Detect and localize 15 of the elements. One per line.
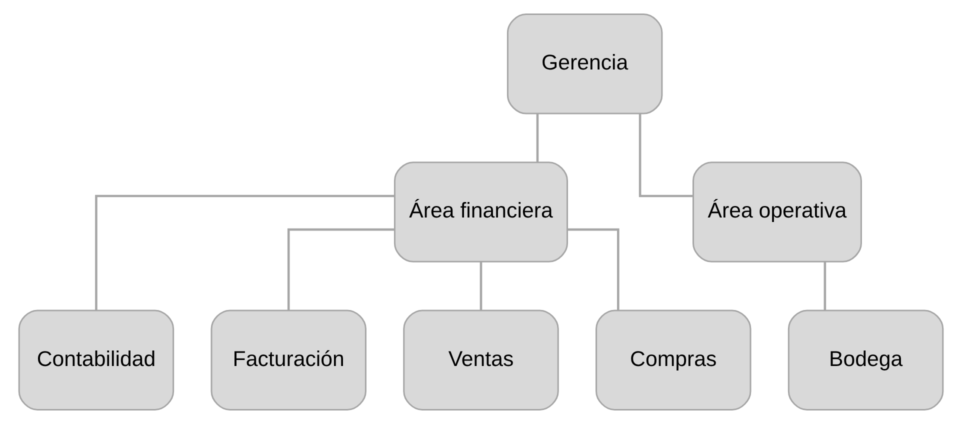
node-box: Facturación — [210, 310, 366, 410]
connector — [95, 194, 395, 310]
node-box: Ventas — [403, 310, 559, 410]
node-box: Gerencia — [506, 14, 663, 114]
connector — [567, 228, 620, 310]
connector — [480, 262, 482, 310]
connector — [287, 228, 394, 310]
node-box: Área financiera — [394, 162, 568, 262]
node-box: Contabilidad — [18, 310, 174, 410]
node-box: Área operativa — [692, 162, 862, 262]
connector — [638, 114, 694, 198]
connector — [536, 114, 539, 162]
node-box: Compras — [596, 310, 752, 410]
connector — [824, 262, 826, 310]
node-box: Bodega — [788, 310, 944, 410]
